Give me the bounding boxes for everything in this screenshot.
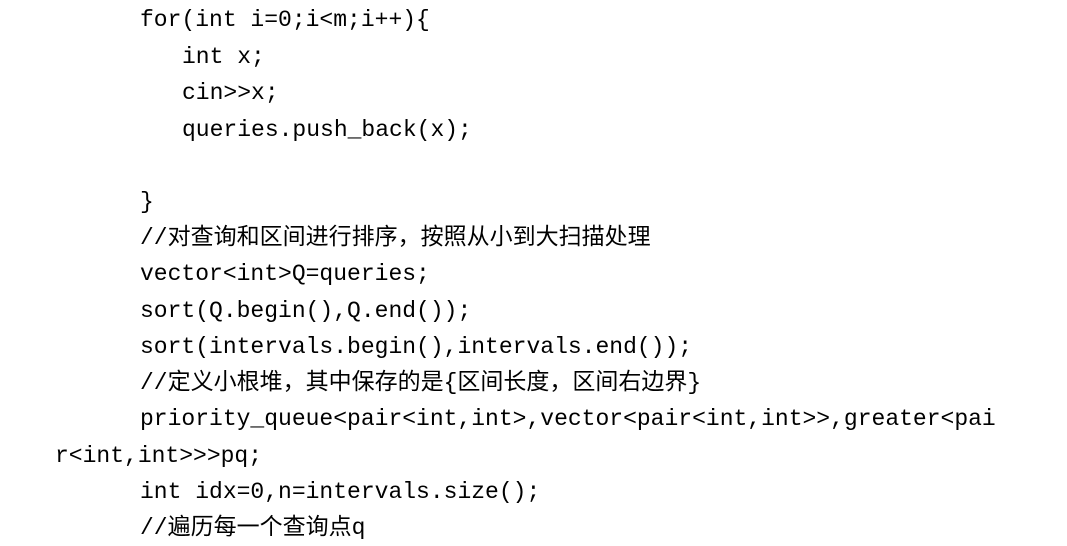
code-line: sort(Q.begin(),Q.end()); bbox=[140, 298, 472, 324]
code-line: int idx=0,n=intervals.size(); bbox=[140, 479, 541, 505]
code-line: cin>>x; bbox=[182, 80, 279, 106]
code-line: vector<int>Q=queries; bbox=[140, 261, 430, 287]
code-comment: //定义小根堆，其中保存的是{区间长度，区间右边界} bbox=[140, 370, 702, 396]
code-comment: //遍历每一个查询点q bbox=[140, 515, 366, 541]
code-comment: //对查询和区间进行排序，按照从小到大扫描处理 bbox=[140, 225, 651, 251]
code-line: } bbox=[140, 189, 154, 215]
code-line: priority_queue<pair<int,int>,vector<pair… bbox=[140, 406, 996, 432]
code-line-wrapped: r<int,int>>>pq; bbox=[55, 443, 263, 469]
code-line: for(int i=0;i<m;i++){ bbox=[140, 7, 430, 33]
code-line: int x; bbox=[182, 44, 265, 70]
code-line: queries.push_back(x); bbox=[182, 117, 472, 143]
code-line: sort(intervals.begin(),intervals.end()); bbox=[140, 334, 693, 360]
